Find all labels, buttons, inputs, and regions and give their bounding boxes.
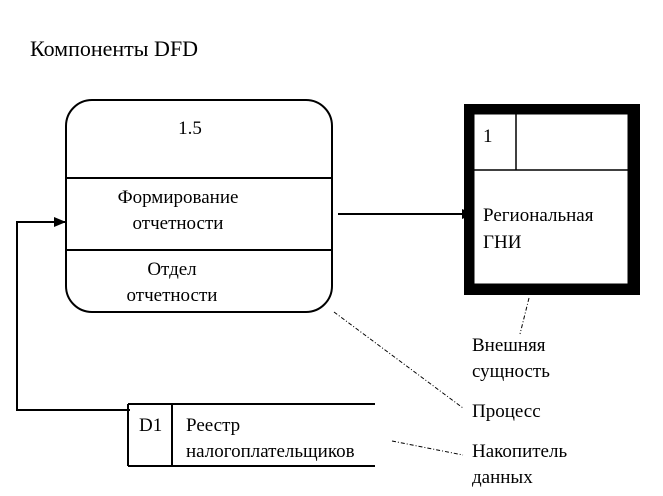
flow-arrow-store-to-process [16, 217, 130, 411]
pointer-process [333, 311, 464, 409]
legend-data-store-line2: данных [472, 467, 533, 488]
process-node: 1.5 Формирование отчетности Отдел отчетн… [65, 99, 333, 313]
process-owner-line1: Отдел [147, 259, 197, 280]
legend-process: Процесс [472, 401, 541, 422]
diagram-title: Компоненты DFD [30, 36, 198, 61]
process-name-line2: отчетности [133, 213, 224, 234]
external-entity-box [473, 113, 629, 285]
data-store-node: D1 Реестр налогоплательщиков [127, 403, 375, 467]
data-store-name-line2: налогоплательщиков [186, 441, 355, 462]
external-entity-node: 1 Региональная ГНИ [464, 104, 640, 295]
process-box [65, 99, 333, 313]
external-entity-name-line2: ГНИ [483, 232, 522, 253]
external-entity-number: 1 [483, 126, 493, 147]
legend-data-store-line1: Накопитель [472, 441, 567, 462]
data-store-name-line1: Реестр [186, 415, 240, 436]
legend-external-entity-line1: Внешняя [472, 335, 546, 356]
process-number: 1.5 [178, 118, 202, 139]
process-owner-line2: отчетности [127, 285, 218, 306]
pointer-data-store [391, 440, 464, 456]
pointer-external-entity [519, 297, 530, 335]
legend-external-entity-line2: сущность [472, 361, 550, 382]
process-name-line1: Формирование [118, 187, 239, 208]
external-entity-name-line1: Региональная [483, 205, 594, 226]
data-store-id: D1 [139, 415, 162, 436]
